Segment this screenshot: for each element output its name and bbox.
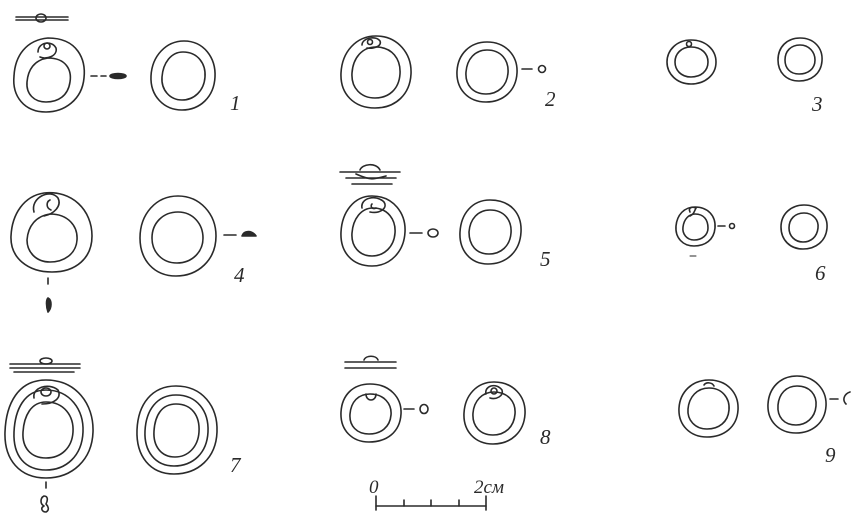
item-4-ring-back: [139, 195, 217, 277]
figure-number-2: 2: [545, 87, 556, 111]
scale-bar-labels: 0 2см: [369, 477, 504, 498]
item-5-ring-front: [340, 195, 406, 267]
item-8-top-section: [344, 355, 397, 369]
item-8: [340, 355, 526, 445]
item-5-cross-section: [409, 228, 439, 238]
item-9: [678, 375, 851, 438]
figure-number-5: 5: [540, 247, 551, 271]
scale-bar: [375, 495, 487, 511]
figure-numbers: 1 2 3 4 5 6 7 8 9: [230, 87, 836, 477]
item-6-cross-section: [689, 222, 736, 257]
item-1-top-section: [15, 13, 69, 23]
item-3: [666, 37, 823, 85]
item-7-ring-front: [4, 379, 94, 479]
item-7-ring-back: [136, 385, 218, 475]
scale-bar-end-label: 2см: [474, 477, 504, 498]
figure-number-7: 7: [230, 453, 242, 477]
item-2-ring-front: [340, 35, 412, 109]
figure-number-6: 6: [815, 261, 826, 285]
item-4-ring-front: [10, 191, 93, 273]
item-5: [339, 163, 522, 267]
figure-number-1: 1: [230, 91, 241, 115]
item-9-ring-front: [678, 379, 739, 438]
item-2: [340, 35, 547, 109]
item-9-cross-section: [829, 391, 851, 405]
figure-number-3: 3: [811, 92, 823, 116]
item-8-ring-back: [463, 381, 526, 445]
item-4-bottom-section: [45, 277, 52, 313]
item-3-ring-front: [666, 39, 717, 85]
figure-number-4: 4: [234, 263, 245, 287]
item-7-bottom-section: [40, 481, 50, 513]
item-5-ring-back: [459, 199, 522, 265]
scale-bar-start-label: 0: [369, 477, 379, 498]
item-7: [4, 357, 218, 513]
item-2-ring-back: [456, 41, 518, 103]
item-6-ring-back: [780, 204, 828, 250]
item-8-cross-section: [403, 403, 429, 415]
item-5-top-section: [339, 163, 401, 185]
item-6: [675, 204, 828, 257]
item-1-ring-front: [13, 37, 86, 113]
item-1-ring-back: [150, 40, 216, 111]
item-7-top-section: [9, 357, 81, 373]
item-4: [10, 191, 257, 313]
item-2-cross-section: [521, 64, 547, 74]
figure-number-9: 9: [825, 443, 836, 467]
figure-number-8: 8: [540, 425, 551, 449]
item-4-cross-section: [223, 230, 257, 237]
item-1: [13, 13, 216, 113]
item-1-cross-section: [90, 72, 127, 80]
item-9-ring-back: [767, 375, 827, 434]
item-3-ring-back: [777, 37, 823, 82]
item-6-ring-front: [675, 206, 716, 247]
item-8-ring-front: [340, 383, 402, 443]
